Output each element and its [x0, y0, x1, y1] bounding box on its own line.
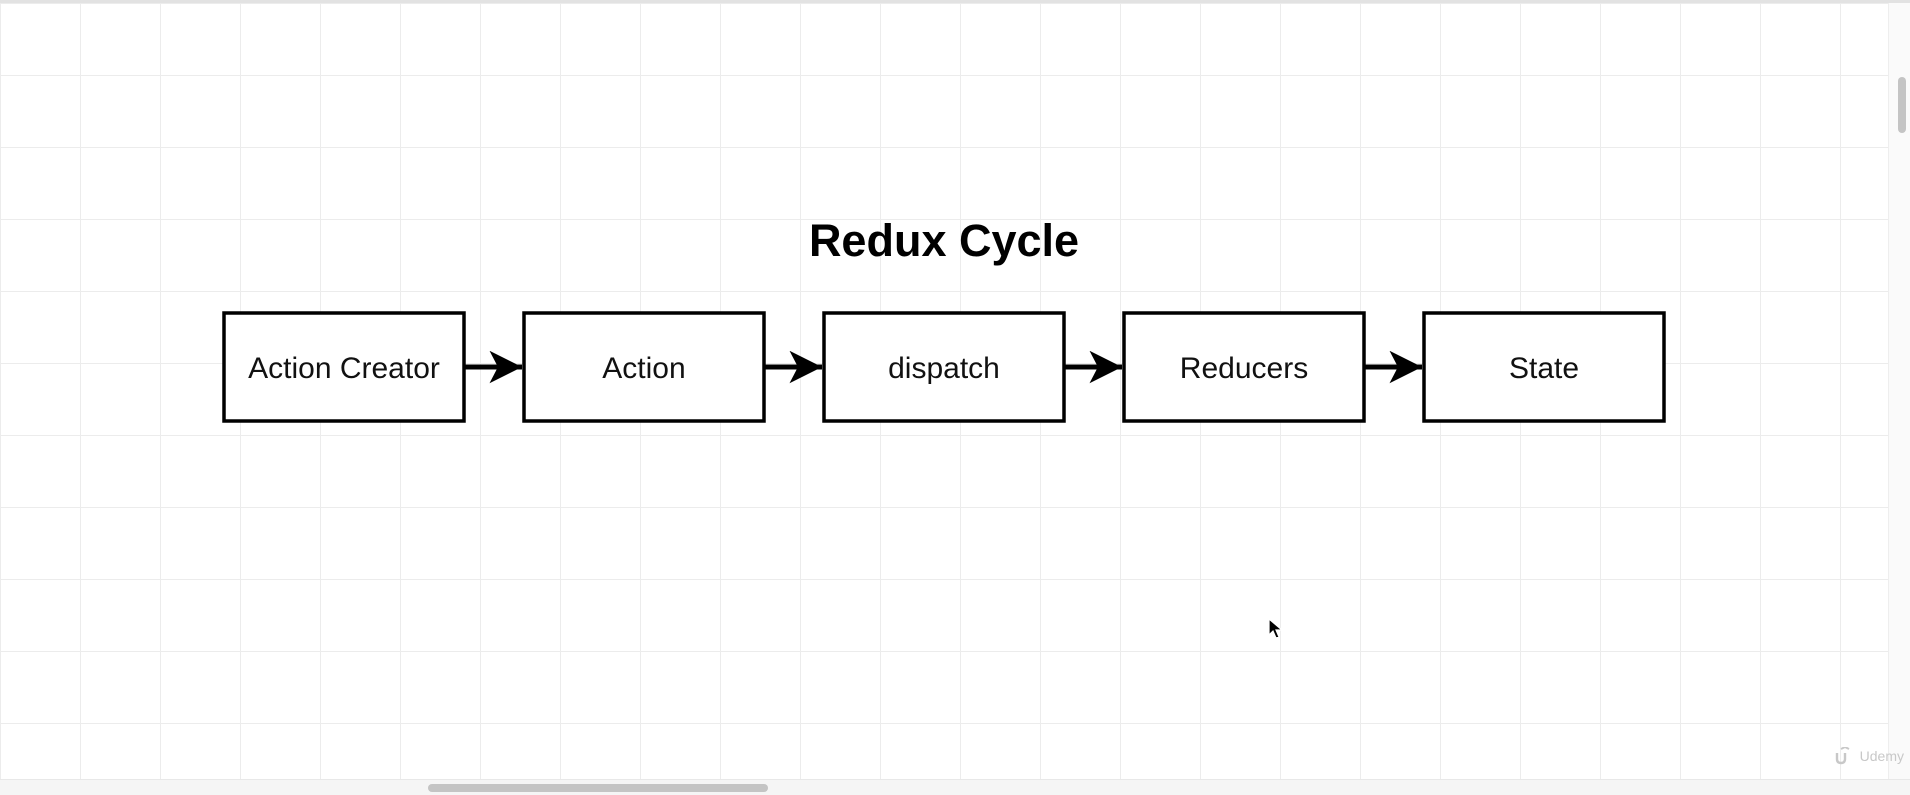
- mouse-pointer-icon: [1268, 618, 1284, 639]
- watermark-text: Udemy: [1859, 748, 1904, 764]
- node-action-creator[interactable]: Action Creator: [222, 311, 466, 423]
- vertical-scrollbar-thumb[interactable]: [1898, 77, 1906, 133]
- udemy-watermark: Udemy: [1834, 747, 1904, 765]
- node-state-label: State: [1509, 352, 1579, 385]
- node-action-label: Action: [602, 352, 685, 385]
- vertical-scrollbar[interactable]: [1888, 3, 1910, 783]
- node-state[interactable]: State: [1422, 311, 1666, 423]
- udemy-logo-icon: [1835, 747, 1850, 765]
- diagram-title: Redux Cycle: [808, 215, 1080, 266]
- horizontal-scrollbar-thumb[interactable]: [428, 784, 768, 792]
- node-dispatch-label: dispatch: [888, 352, 1000, 385]
- node-reducers[interactable]: Reducers: [1122, 311, 1366, 423]
- horizontal-scrollbar[interactable]: [0, 779, 1910, 795]
- flow-diagram: Action Creator Action dispatch Reducers …: [222, 311, 1666, 423]
- node-action-creator-label: Action Creator: [248, 352, 440, 385]
- node-action[interactable]: Action: [522, 311, 766, 423]
- node-reducers-label: Reducers: [1180, 352, 1308, 385]
- node-dispatch[interactable]: dispatch: [822, 311, 1066, 423]
